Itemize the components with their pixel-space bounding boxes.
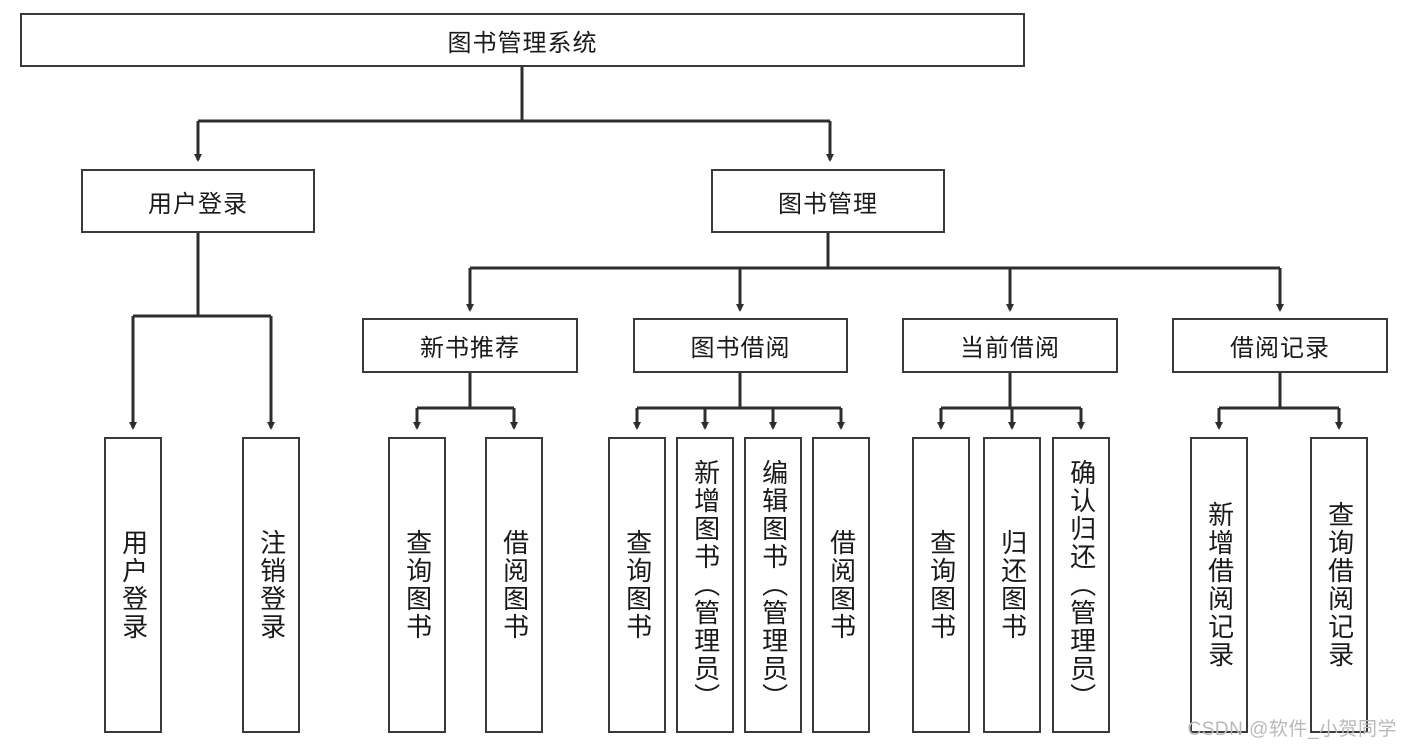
leaf-edit-book-admin-label: 编辑图书（管理员） bbox=[758, 459, 789, 711]
node-new-book-recommend[interactable]: 新书推荐 bbox=[362, 318, 578, 373]
node-current-borrow-label: 当前借阅 bbox=[960, 335, 1060, 362]
leaf-confirm-return-admin[interactable]: 确认归还（管理员） bbox=[1052, 437, 1110, 733]
leaf-query-book-borrow[interactable]: 查询图书 bbox=[608, 437, 666, 733]
leaf-edit-book-admin[interactable]: 编辑图书（管理员） bbox=[744, 437, 802, 733]
leaf-add-borrow-record-label: 新增借阅记录 bbox=[1204, 501, 1235, 669]
leaf-query-book-current[interactable]: 查询图书 bbox=[912, 437, 970, 733]
leaf-logout-login[interactable]: 注销登录 bbox=[242, 437, 300, 733]
node-book-management[interactable]: 图书管理 bbox=[711, 169, 945, 233]
leaf-query-borrow-record[interactable]: 查询借阅记录 bbox=[1310, 437, 1368, 733]
node-user-login[interactable]: 用户登录 bbox=[81, 169, 315, 233]
leaf-query-book-recommend[interactable]: 查询图书 bbox=[388, 437, 446, 733]
node-root[interactable]: 图书管理系统 bbox=[20, 13, 1025, 67]
leaf-confirm-return-admin-label: 确认归还（管理员） bbox=[1066, 459, 1097, 711]
leaf-borrow-book-recommend-label: 借阅图书 bbox=[499, 529, 530, 641]
leaf-return-book-label: 归还图书 bbox=[997, 529, 1028, 641]
leaf-add-book-admin-label: 新增图书（管理员） bbox=[690, 459, 721, 711]
node-borrow-record[interactable]: 借阅记录 bbox=[1172, 318, 1388, 373]
node-book-management-label: 图书管理 bbox=[778, 190, 878, 218]
node-root-label: 图书管理系统 bbox=[447, 29, 598, 57]
leaf-user-login[interactable]: 用户登录 bbox=[104, 437, 162, 733]
node-book-borrow-label: 图书借阅 bbox=[690, 335, 791, 362]
leaf-add-borrow-record[interactable]: 新增借阅记录 bbox=[1190, 437, 1248, 733]
node-new-book-recommend-label: 新书推荐 bbox=[420, 335, 520, 362]
leaf-query-book-current-label: 查询图书 bbox=[926, 529, 957, 641]
leaf-query-borrow-record-label: 查询借阅记录 bbox=[1324, 501, 1355, 669]
leaf-user-login-label: 用户登录 bbox=[118, 529, 149, 641]
node-current-borrow[interactable]: 当前借阅 bbox=[902, 318, 1118, 373]
leaf-borrow-book-recommend[interactable]: 借阅图书 bbox=[485, 437, 543, 733]
node-book-borrow[interactable]: 图书借阅 bbox=[633, 318, 848, 373]
leaf-query-book-borrow-label: 查询图书 bbox=[622, 529, 653, 641]
leaf-return-book[interactable]: 归还图书 bbox=[983, 437, 1041, 733]
leaf-query-book-recommend-label: 查询图书 bbox=[402, 529, 433, 641]
leaf-logout-login-label: 注销登录 bbox=[256, 529, 287, 641]
leaf-borrow-book-label: 借阅图书 bbox=[826, 529, 857, 641]
leaf-add-book-admin[interactable]: 新增图书（管理员） bbox=[676, 437, 734, 733]
node-user-login-label: 用户登录 bbox=[148, 190, 248, 218]
leaf-borrow-book[interactable]: 借阅图书 bbox=[812, 437, 870, 733]
node-borrow-record-label: 借阅记录 bbox=[1230, 335, 1330, 362]
